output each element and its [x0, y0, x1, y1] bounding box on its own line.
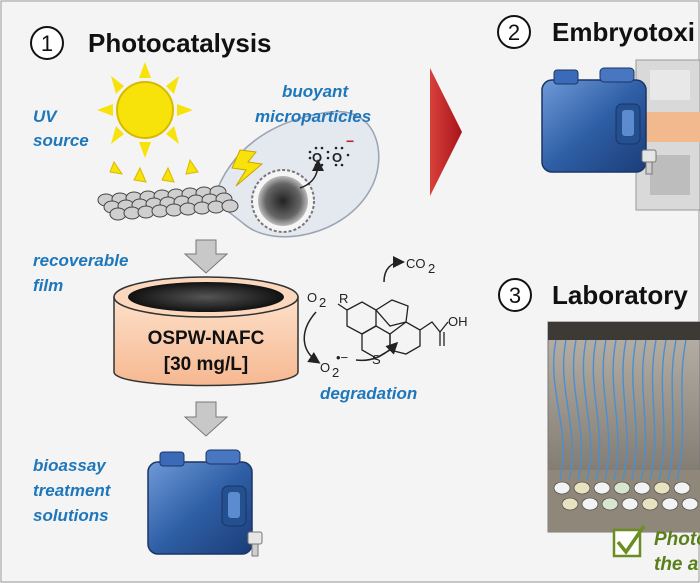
- microparticle-icon: [251, 169, 315, 233]
- checkbox-icon: [612, 525, 646, 558]
- tubing-line: [572, 339, 583, 481]
- buoyant-label-line1: buoyant: [282, 82, 349, 101]
- vial-cap: [613, 481, 631, 495]
- vial-cap: [621, 497, 639, 511]
- bioassay-label-line2: treatment: [33, 481, 112, 500]
- step2-circle: [497, 15, 531, 49]
- vial-cap: [633, 481, 651, 495]
- step2-number: 2: [508, 20, 520, 45]
- laboratory-photo: [547, 321, 700, 533]
- tubing-line: [667, 339, 677, 481]
- section2-header: 2 Embryotoxi: [497, 15, 695, 49]
- section2-title: Embryotoxi: [552, 17, 695, 47]
- section3-title: Laboratory: [552, 280, 688, 310]
- section3-header: 3 Laboratory: [498, 278, 688, 312]
- check-text-line2: the a: [654, 554, 699, 575]
- water-jug-icon: [541, 67, 657, 175]
- svg-text:O: O: [320, 360, 330, 375]
- svg-text:2: 2: [319, 295, 326, 310]
- svg-text:O: O: [332, 150, 342, 165]
- uv-rays: [109, 158, 199, 183]
- bioassay-label-line3: solutions: [33, 506, 109, 525]
- buoyant-label-line2: microparticles: [255, 107, 371, 126]
- vial-cap: [673, 481, 691, 495]
- water-jug-icon: [147, 449, 263, 557]
- film-label-line2: film: [33, 276, 63, 295]
- vial-cap: [561, 497, 579, 511]
- hydroxyl-label: OH: [448, 314, 468, 329]
- tubing-line: [602, 339, 610, 481]
- naphthenic-acid-structure: [337, 299, 449, 359]
- tubing-line: [622, 339, 628, 481]
- tubing-line: [612, 339, 619, 481]
- tubing-line: [649, 339, 657, 481]
- svg-text:CO: CO: [406, 256, 426, 271]
- co2-label: CO 2: [406, 256, 435, 276]
- uv-label-line2: source: [33, 131, 89, 150]
- vial-cap: [641, 497, 659, 511]
- beaker-label-line2: [30 mg/L]: [164, 354, 248, 375]
- down-arrow-2: [183, 401, 229, 437]
- beaker: OSPW-NAFC [30 mg/L]: [113, 276, 299, 387]
- vial-cap: [581, 497, 599, 511]
- tubing-line: [640, 339, 647, 481]
- svg-text:O: O: [307, 290, 317, 305]
- r-group-label: R: [339, 291, 348, 306]
- tubing-line: [552, 339, 564, 481]
- oxygen-label: O 2: [307, 290, 326, 310]
- superoxide-label: O 2 •−: [320, 350, 348, 380]
- svg-text:O: O: [312, 150, 322, 165]
- tubing-line: [658, 339, 667, 481]
- sulfur-label: S: [372, 352, 381, 367]
- svg-text:2: 2: [428, 261, 435, 276]
- arrow-right-icon: [430, 68, 462, 196]
- superoxide-symbol: O O −: [308, 133, 354, 167]
- step1-circle: [30, 26, 64, 60]
- svg-text:•−: •−: [336, 350, 348, 365]
- vial-cap: [661, 497, 679, 511]
- vial-cap: [593, 481, 611, 495]
- vial-cap: [553, 481, 571, 495]
- tubing-line: [676, 339, 687, 481]
- svg-text:−: −: [346, 133, 354, 149]
- particle-arrow: [299, 159, 324, 189]
- sun-icon: [97, 62, 193, 158]
- vial-cap: [681, 497, 699, 511]
- o2-reduction-arrow: [303, 311, 321, 364]
- step3-number: 3: [509, 283, 521, 308]
- lightning-icon: [231, 149, 264, 187]
- vial-cap: [573, 481, 591, 495]
- beaker-label-line1: OSPW-NAFC: [148, 328, 265, 349]
- section1-header: 1 Photocatalysis: [30, 26, 272, 60]
- uv-label-line1: UV: [33, 107, 58, 126]
- tubing-line: [582, 339, 592, 481]
- tubing-line: [631, 339, 637, 481]
- step3-circle: [498, 278, 532, 312]
- tubing-line: [592, 339, 601, 481]
- tubing-line: [562, 339, 573, 481]
- recoverable-film: [97, 185, 239, 221]
- bioassay-label-line1: bioassay: [33, 456, 107, 475]
- check-text-line1: Photo: [654, 529, 700, 550]
- degradation-label: degradation: [320, 384, 417, 403]
- film-ring: [221, 199, 239, 213]
- step1-number: 1: [41, 31, 53, 56]
- down-arrow-1: [183, 239, 229, 274]
- section1-title: Photocatalysis: [88, 28, 272, 58]
- vial-cap: [653, 481, 671, 495]
- vial-cap: [601, 497, 619, 511]
- co2-arrow: [383, 256, 405, 283]
- svg-text:2: 2: [332, 365, 339, 380]
- film-label-line1: recoverable: [33, 251, 128, 270]
